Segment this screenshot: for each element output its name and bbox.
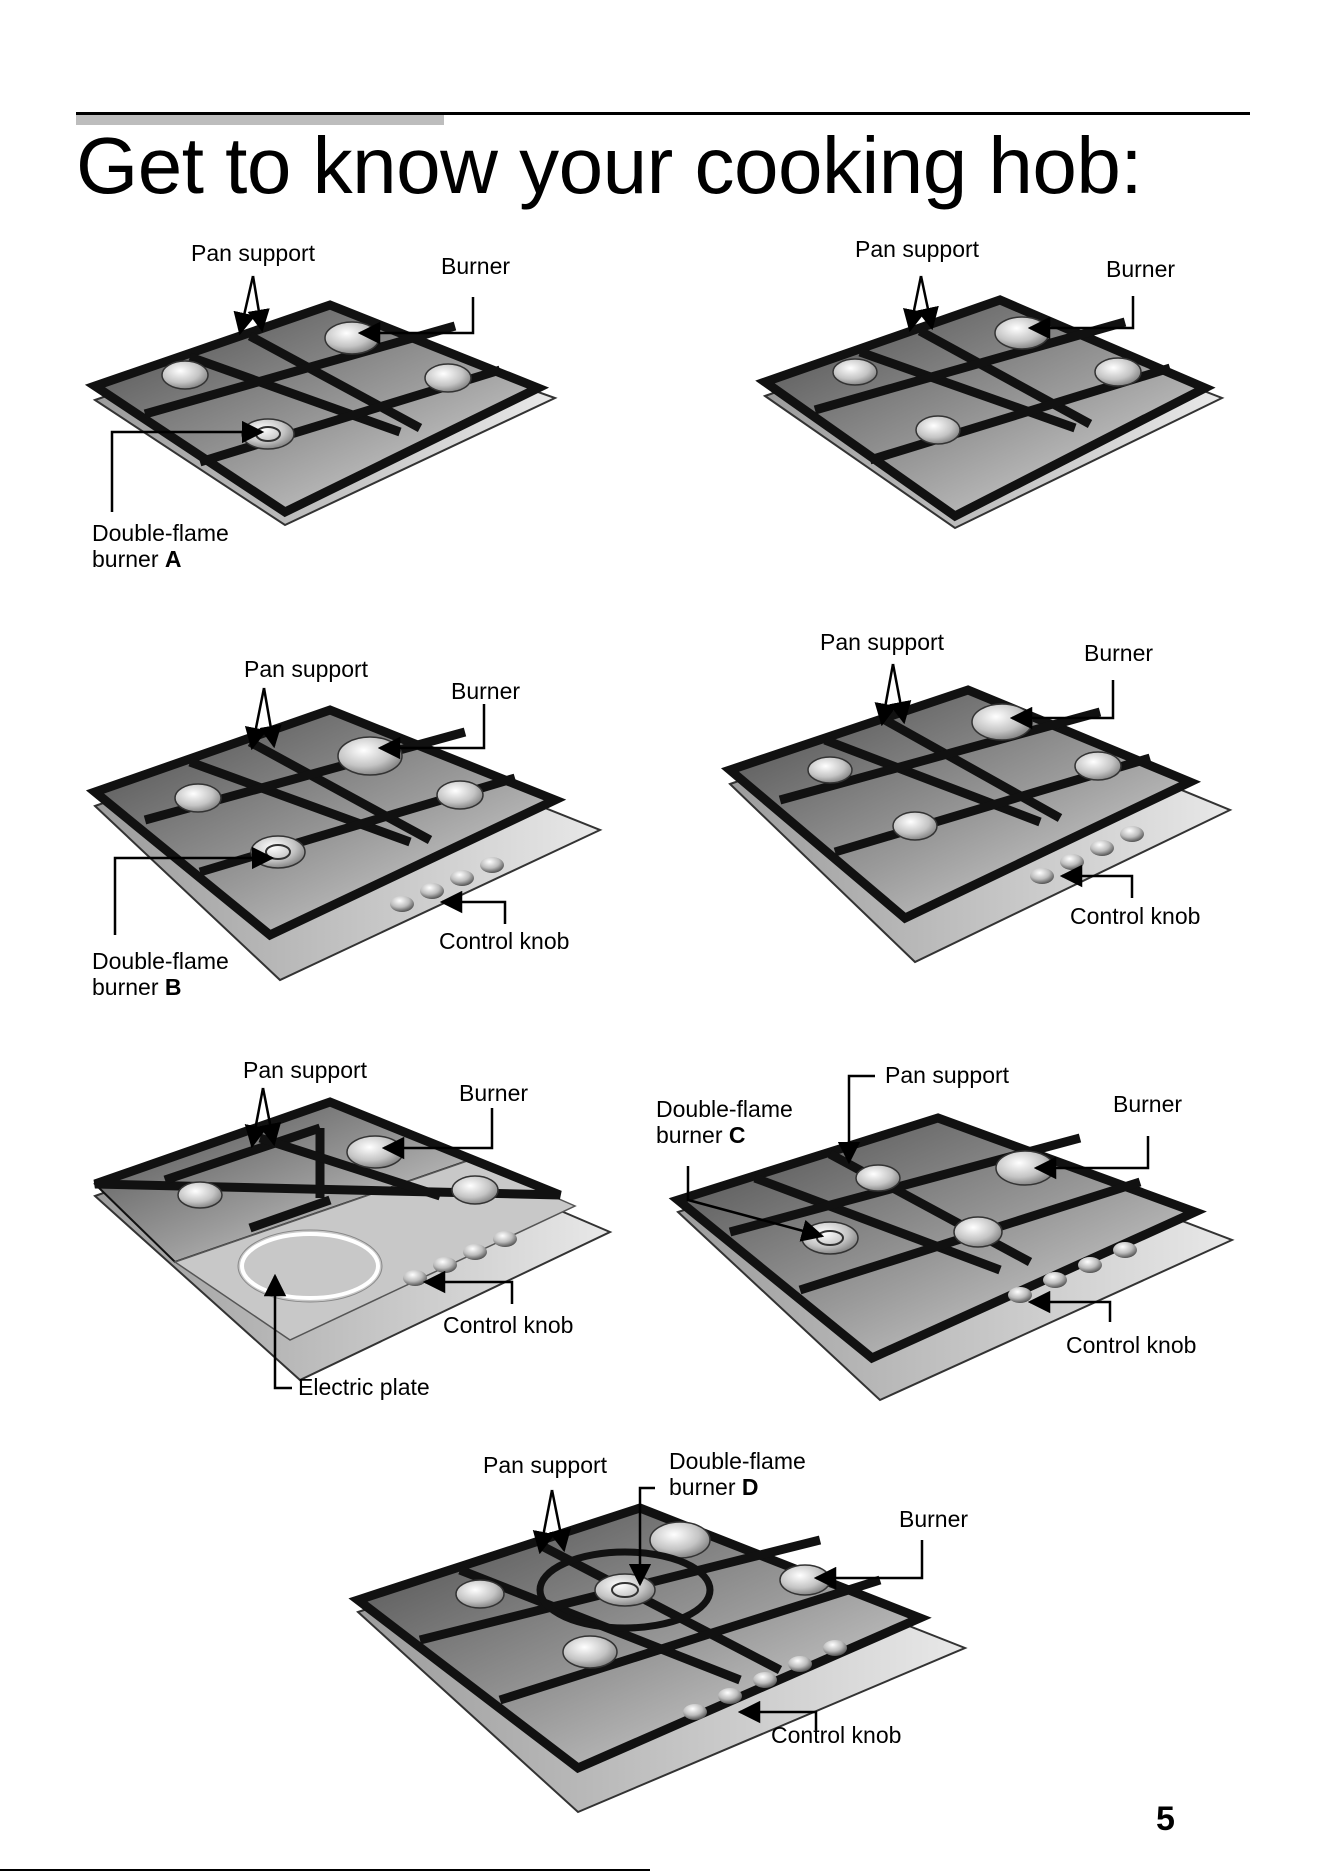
hob-7 — [358, 1488, 965, 1812]
hob-5-burner — [452, 1176, 498, 1204]
hob-3-knob — [390, 896, 414, 912]
hob-3-knob — [450, 870, 474, 886]
hob-6-burner-double — [802, 1222, 858, 1254]
hob-5-label-pan-support: Pan support — [243, 1057, 367, 1083]
hob-7-knob — [753, 1672, 777, 1688]
hob-7-label-burner: Burner — [899, 1506, 968, 1532]
hob-3-burner — [338, 737, 402, 775]
hob-7-knob — [788, 1656, 812, 1672]
hob-7-burner-double — [595, 1574, 655, 1606]
hob-2-label-pan-support: Pan support — [855, 236, 979, 262]
hob-4-knob — [1060, 854, 1084, 870]
hob-5-label-control-knob: Control knob — [443, 1312, 573, 1338]
hob-3-label-double-flame: Double-flame burner B — [92, 948, 229, 1000]
hob-1-burner — [325, 322, 379, 354]
hob-1-burner — [425, 364, 471, 392]
hob-5-knob — [403, 1270, 427, 1286]
hob-1 — [95, 276, 555, 525]
hob-2 — [765, 276, 1222, 528]
hob-4-label-pan-support: Pan support — [820, 629, 944, 655]
hob-7-label-double-flame: Double-flame burner D — [669, 1448, 806, 1500]
hob-4-burner — [808, 757, 852, 783]
hob-4-knob — [1120, 826, 1144, 842]
hob-6-label-burner: Burner — [1113, 1091, 1182, 1117]
hob-3-label-pan-support: Pan support — [244, 656, 368, 682]
hob-2-burner — [833, 359, 877, 385]
hob-6-double-flame-text: Double-flame — [656, 1096, 793, 1122]
hob-3-leader-knob — [442, 902, 505, 924]
hob-6-knob — [1113, 1242, 1137, 1258]
hob-4-label-control-knob: Control knob — [1070, 903, 1200, 929]
hob-5-knob — [433, 1257, 457, 1273]
hob-2-burner — [916, 416, 960, 444]
hob-3-knob — [480, 857, 504, 873]
hob-2-label-burner: Burner — [1106, 256, 1175, 282]
hob-6-surface — [678, 1118, 1195, 1358]
hob-7-leader-burner — [816, 1540, 922, 1578]
hob-2-leader-support — [910, 276, 921, 330]
hob-6-knob — [1008, 1287, 1032, 1303]
hob-1-label-pan-support: Pan support — [191, 240, 315, 266]
hob-7-knob — [683, 1704, 707, 1720]
hob-1-burner-double — [242, 419, 294, 449]
hob-3-label-burner: Burner — [451, 678, 520, 704]
hob-5-burner — [347, 1136, 403, 1168]
hob-6-label-pan-support: Pan support — [885, 1062, 1009, 1088]
hob-5-knob — [463, 1244, 487, 1260]
hob-1-double-flame-text: Double-flame — [92, 520, 229, 546]
hob-4-burner — [893, 812, 937, 840]
hob-1-burner-letter: A — [165, 546, 182, 572]
hob-5-knob — [493, 1231, 517, 1247]
hob-4-label-burner: Burner — [1084, 640, 1153, 666]
hob-7-label-pan-support: Pan support — [483, 1452, 607, 1478]
hob-6-label-control-knob: Control knob — [1066, 1332, 1196, 1358]
hob-6-burner-word: burner — [656, 1122, 722, 1148]
hob-1-label-burner: Burner — [441, 253, 510, 279]
hob-6-burner-letter: C — [729, 1122, 746, 1148]
hob-4-knob — [1090, 840, 1114, 856]
hob-3-double-flame-text: Double-flame — [92, 948, 229, 974]
hob-2-leader-support — [921, 276, 932, 328]
hob-6-burner — [856, 1165, 900, 1191]
hob-1-label-double-flame: Double-flame burner A — [92, 520, 229, 572]
hob-2-burner — [995, 317, 1049, 349]
hob-7-burner — [780, 1565, 830, 1595]
hob-4-knob — [1030, 868, 1054, 884]
hob-3-label-control-knob: Control knob — [439, 928, 569, 954]
hob-3-burner-double — [251, 836, 305, 868]
hob-7-double-flame-text: Double-flame — [669, 1448, 806, 1474]
hob-3-burner — [437, 781, 483, 809]
hob-3-burner-word: burner — [92, 974, 158, 1000]
hob-3-knob — [420, 883, 444, 899]
hob-4-burner — [1075, 752, 1121, 780]
hob-7-label-control-knob: Control knob — [771, 1722, 901, 1748]
hob-5-label-electric-plate: Electric plate — [298, 1374, 430, 1400]
hob-5-label-burner: Burner — [459, 1080, 528, 1106]
hob-7-knob — [823, 1640, 847, 1656]
hob-6-knob — [1043, 1272, 1067, 1288]
hob-7-burner-letter: D — [742, 1474, 759, 1500]
hob-2-burner — [1095, 358, 1141, 386]
hob-3-burner-letter: B — [165, 974, 182, 1000]
hob-7-burner-word: burner — [669, 1474, 735, 1500]
hob-7-burner — [456, 1580, 504, 1608]
hob-1-burner-word: burner — [92, 546, 158, 572]
hob-7-burner — [563, 1636, 617, 1668]
footer-rule — [0, 1869, 650, 1871]
page-number: 5 — [1156, 1800, 1175, 1839]
hob-3-burner — [175, 784, 221, 812]
hob-1-leader-support — [240, 276, 253, 333]
hob-6-knob — [1078, 1257, 1102, 1273]
hob-5-burner — [178, 1182, 222, 1208]
hob-6-burner — [954, 1217, 1002, 1247]
hob-4-surface — [730, 690, 1190, 918]
hob-5 — [95, 1088, 610, 1388]
hob-6-label-double-flame: Double-flame burner C — [656, 1096, 793, 1148]
hob-4-burner — [972, 704, 1032, 740]
hob-1-leader-support — [253, 276, 262, 330]
hob-1-burner — [162, 361, 208, 389]
hob-7-knob — [718, 1688, 742, 1704]
